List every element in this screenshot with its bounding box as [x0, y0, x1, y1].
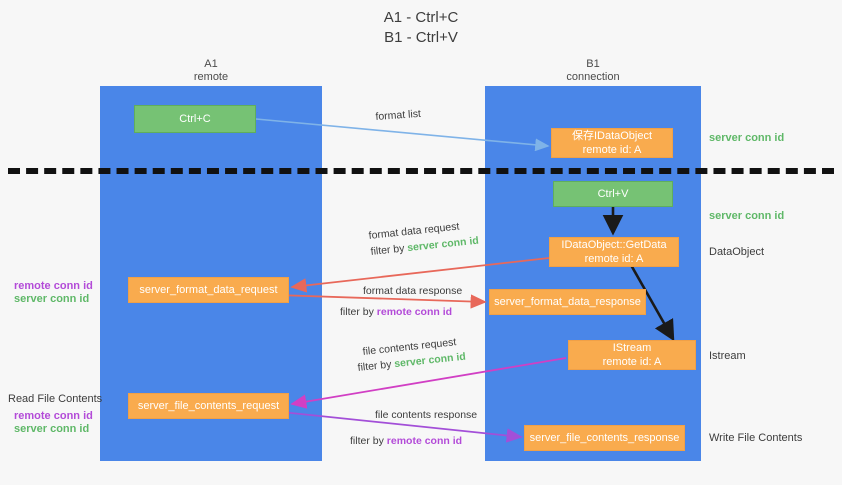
node-server-file-contents-request-label: server_file_contents_request — [137, 400, 280, 412]
boundary-divider — [8, 168, 834, 174]
edge-label-format-data-response: format data response — [363, 284, 462, 298]
node-ctrl-v-label: Ctrl+V — [597, 188, 629, 200]
node-idataobject-getdata-sub: remote id: A — [584, 253, 644, 265]
annotation-remote-conn-id-2: remote conn id — [14, 410, 93, 422]
node-ctrl-c[interactable]: Ctrl+C — [134, 105, 256, 133]
annotation-istream: Istream — [709, 350, 746, 362]
lane-header-b1: B1 connection — [485, 58, 701, 84]
node-ctrl-c-label: Ctrl+C — [179, 113, 211, 125]
annotation-write-file-contents: Write File Contents — [709, 432, 803, 444]
edge-label-format-data-response-text: format data response — [363, 285, 463, 297]
node-idataobject-create[interactable]: 保存IDataObject remote id: A — [551, 128, 673, 158]
filter-prefix-4: filter by — [350, 435, 387, 447]
annotation-remote-conn-id-1: remote conn id — [14, 280, 93, 292]
lane-header-a1: A1 remote — [100, 58, 322, 84]
edge-label-format-list-text: format list — [375, 107, 422, 123]
edge-label-file-contents-response: file contents response — [375, 408, 477, 422]
annotation-server-conn-id-3: server conn id — [14, 293, 90, 305]
node-server-format-data-response[interactable]: server_format_data_response — [489, 289, 646, 315]
node-server-format-data-request-label: server_format_data_request — [139, 284, 278, 296]
node-idataobject-create-label: 保存IDataObject — [571, 130, 653, 142]
annotation-server-conn-id-4: server conn id — [14, 423, 90, 435]
node-server-file-contents-request[interactable]: server_file_contents_request — [128, 393, 289, 419]
filter-prefix-1: filter by — [370, 242, 408, 258]
node-server-file-contents-response-label: server_file_contents_response — [529, 432, 680, 444]
title-line-1: A1 - Ctrl+C — [383, 9, 459, 26]
title-line-2: B1 - Ctrl+V — [384, 29, 458, 46]
annotation-read-file-contents: Read File Contents — [8, 393, 103, 405]
node-ctrl-v[interactable]: Ctrl+V — [553, 181, 673, 207]
lane-b1-name: B1 — [586, 58, 600, 70]
node-istream[interactable]: IStream remote id: A — [568, 340, 696, 370]
filter-prefix-2: filter by — [340, 306, 377, 318]
node-istream-label: IStream — [612, 342, 652, 354]
edge-label-format-data-response-filter: filter by remote conn id — [340, 305, 452, 319]
lane-b1-sub: connection — [566, 71, 620, 83]
filter-value-remote-conn-id-2: remote conn id — [386, 435, 463, 447]
diagram-title: A1 - Ctrl+C B1 - Ctrl+V — [0, 8, 842, 48]
lane-a1-name: A1 — [204, 58, 218, 70]
node-server-format-data-request[interactable]: server_format_data_request — [128, 277, 289, 303]
node-idataobject-create-sub: remote id: A — [582, 144, 642, 156]
annotation-server-conn-id-1: server conn id — [709, 132, 785, 144]
annotation-server-conn-id-2: server conn id — [709, 210, 785, 222]
node-server-format-data-response-label: server_format_data_response — [494, 296, 641, 308]
filter-value-remote-conn-id-1: remote conn id — [376, 306, 453, 318]
edge-label-file-contents-response-text: file contents response — [375, 409, 478, 421]
node-istream-sub: remote id: A — [602, 356, 662, 368]
node-idataobject-getdata[interactable]: IDataObject::GetData remote id: A — [549, 237, 679, 267]
annotation-dataobject: DataObject — [709, 246, 765, 258]
lane-a1-sub: remote — [193, 71, 229, 83]
node-idataobject-getdata-label: IDataObject::GetData — [561, 239, 667, 251]
node-server-file-contents-response[interactable]: server_file_contents_response — [524, 425, 685, 451]
edge-label-format-list: format list — [375, 107, 421, 124]
filter-prefix-3: filter by — [357, 358, 395, 374]
edge-label-file-contents-response-filter: filter by remote conn id — [350, 434, 462, 448]
